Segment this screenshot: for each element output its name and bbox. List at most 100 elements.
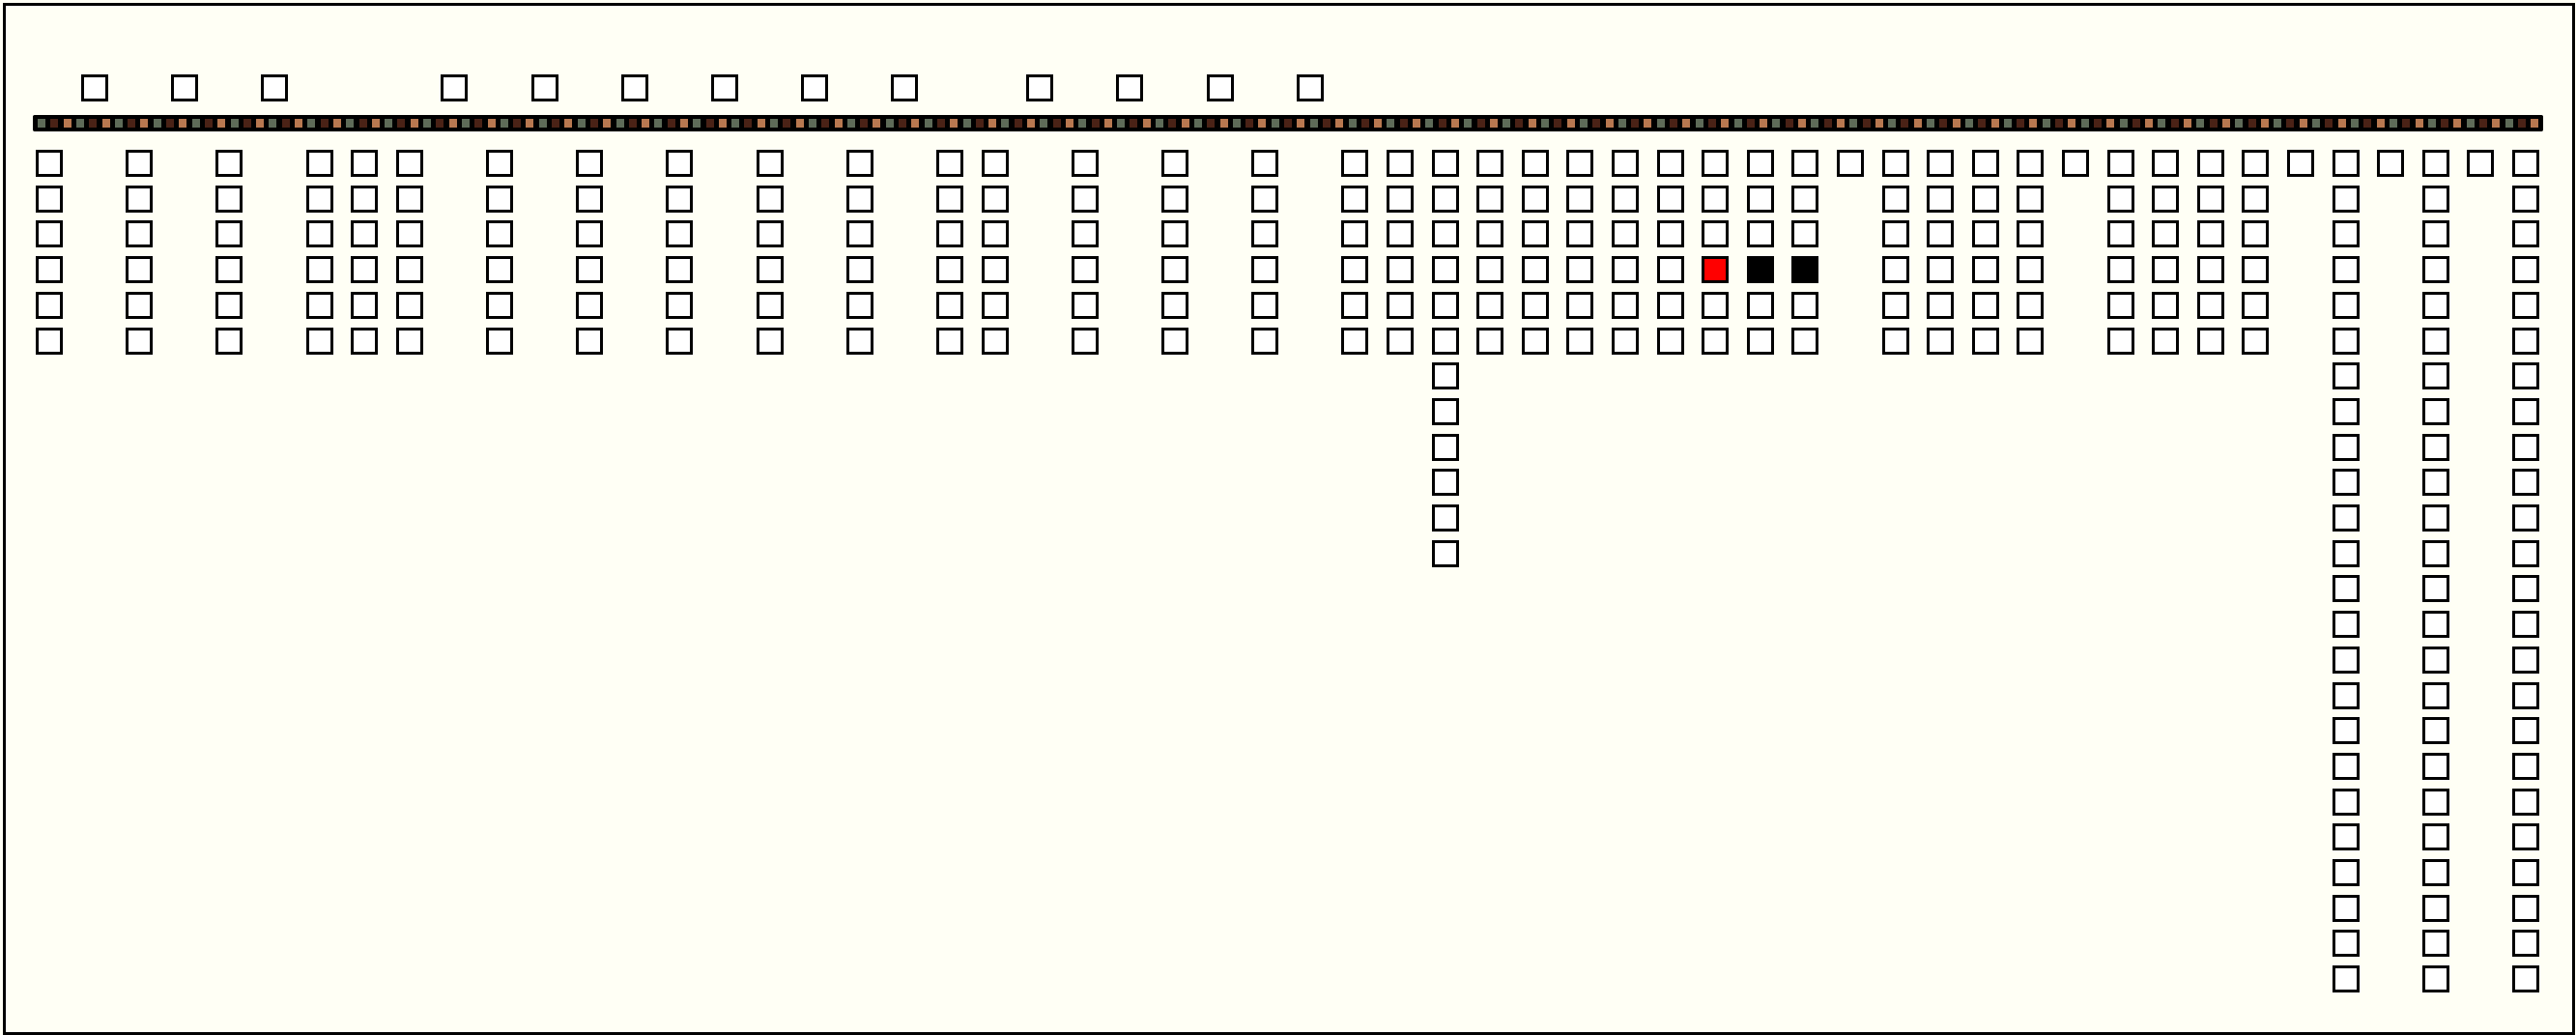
board-cell[interactable] (1072, 186, 1099, 213)
board-cell[interactable] (36, 328, 63, 355)
board-cell[interactable] (1927, 186, 1954, 213)
board-cell[interactable] (36, 150, 63, 177)
board-cell[interactable] (1251, 220, 1278, 247)
board-cell[interactable] (1882, 220, 1909, 247)
board-cell[interactable] (1072, 292, 1099, 319)
board-cell[interactable] (351, 220, 378, 247)
board-cell[interactable] (1791, 186, 1818, 213)
board-cell[interactable] (846, 220, 873, 247)
board-cell[interactable] (215, 150, 243, 177)
top-marker-cell[interactable] (1116, 74, 1143, 101)
board-cell[interactable] (126, 256, 153, 283)
board-cell[interactable] (2197, 292, 2224, 319)
board-cell[interactable] (306, 256, 333, 283)
board-cell[interactable] (351, 328, 378, 355)
board-cell[interactable] (2242, 150, 2269, 177)
board-cell[interactable] (576, 186, 603, 213)
board-cell[interactable] (2333, 823, 2360, 850)
board-cell[interactable] (1432, 398, 1459, 425)
board-cell[interactable] (1432, 292, 1459, 319)
board-cell[interactable] (2197, 220, 2224, 247)
board-cell[interactable] (2422, 292, 2449, 319)
board-cell[interactable] (1072, 328, 1099, 355)
board-cell[interactable] (2512, 328, 2539, 355)
top-marker-cell[interactable] (171, 74, 198, 101)
board-cell[interactable] (351, 186, 378, 213)
board-cell[interactable] (2107, 220, 2134, 247)
board-cell[interactable] (2512, 789, 2539, 816)
board-cell[interactable] (1476, 292, 1503, 319)
board-cell[interactable] (576, 150, 603, 177)
board-cell[interactable] (1791, 220, 1818, 247)
board-cell[interactable] (1566, 150, 1593, 177)
board-cell[interactable] (2422, 575, 2449, 602)
board-cell[interactable] (306, 292, 333, 319)
board-cell[interactable] (2512, 859, 2539, 886)
board-cell[interactable] (486, 220, 513, 247)
board-cell[interactable] (757, 292, 784, 319)
board-cell[interactable] (2197, 186, 2224, 213)
board-cell[interactable] (2152, 256, 2179, 283)
board-cell[interactable] (2422, 717, 2449, 744)
board-cell[interactable] (215, 220, 243, 247)
board-cell[interactable] (1972, 150, 1999, 177)
board-cell[interactable] (1791, 328, 1818, 355)
board-cell[interactable] (1476, 256, 1503, 283)
board-cell[interactable] (2512, 895, 2539, 922)
board-cell[interactable] (2422, 256, 2449, 283)
board-cell[interactable] (982, 292, 1009, 319)
board-cell[interactable] (1251, 256, 1278, 283)
board-cell[interactable] (2422, 469, 2449, 496)
board-cell[interactable] (1251, 328, 1278, 355)
board-cell[interactable] (2333, 682, 2360, 709)
board-cell[interactable] (576, 220, 603, 247)
board-cell[interactable] (215, 186, 243, 213)
top-marker-cell[interactable] (261, 74, 288, 101)
board-cell[interactable] (757, 256, 784, 283)
marked-cell-black[interactable] (1791, 256, 1818, 283)
board-cell[interactable] (2242, 220, 2269, 247)
board-cell[interactable] (1432, 186, 1459, 213)
board-cell[interactable] (2512, 220, 2539, 247)
board-cell[interactable] (936, 220, 963, 247)
board-cell[interactable] (982, 256, 1009, 283)
board-cell[interactable] (2333, 930, 2360, 957)
board-cell[interactable] (2333, 611, 2360, 638)
board-cell[interactable] (1476, 150, 1503, 177)
board-cell[interactable] (666, 150, 693, 177)
board-cell[interactable] (2422, 398, 2449, 425)
board-cell[interactable] (1072, 220, 1099, 247)
board-cell[interactable] (396, 256, 423, 283)
board-cell[interactable] (2512, 469, 2539, 496)
board-cell[interactable] (1702, 186, 1729, 213)
board-cell[interactable] (2333, 789, 2360, 816)
board-cell[interactable] (1432, 328, 1459, 355)
board-cell[interactable] (1566, 292, 1593, 319)
board-cell[interactable] (486, 256, 513, 283)
board-cell[interactable] (666, 328, 693, 355)
board-cell[interactable] (2512, 292, 2539, 319)
board-cell[interactable] (2333, 328, 2360, 355)
board-cell[interactable] (1476, 220, 1503, 247)
board-cell[interactable] (2107, 292, 2134, 319)
board-cell[interactable] (1161, 328, 1188, 355)
board-cell[interactable] (2333, 220, 2360, 247)
board-cell[interactable] (757, 150, 784, 177)
board-cell[interactable] (757, 186, 784, 213)
board-cell[interactable] (36, 220, 63, 247)
top-marker-cell[interactable] (1297, 74, 1324, 101)
board-cell[interactable] (1791, 150, 1818, 177)
board-cell[interactable] (1657, 292, 1684, 319)
board-cell[interactable] (2333, 859, 2360, 886)
board-cell[interactable] (936, 292, 963, 319)
board-cell[interactable] (1476, 328, 1503, 355)
board-cell[interactable] (846, 256, 873, 283)
board-cell[interactable] (36, 256, 63, 283)
board-cell[interactable] (1387, 186, 1414, 213)
board-cell[interactable] (666, 292, 693, 319)
marked-cell-black[interactable] (1747, 256, 1774, 283)
board-cell[interactable] (2512, 575, 2539, 602)
board-cell[interactable] (1612, 256, 1639, 283)
board-cell[interactable] (2107, 150, 2134, 177)
board-cell[interactable] (2512, 256, 2539, 283)
